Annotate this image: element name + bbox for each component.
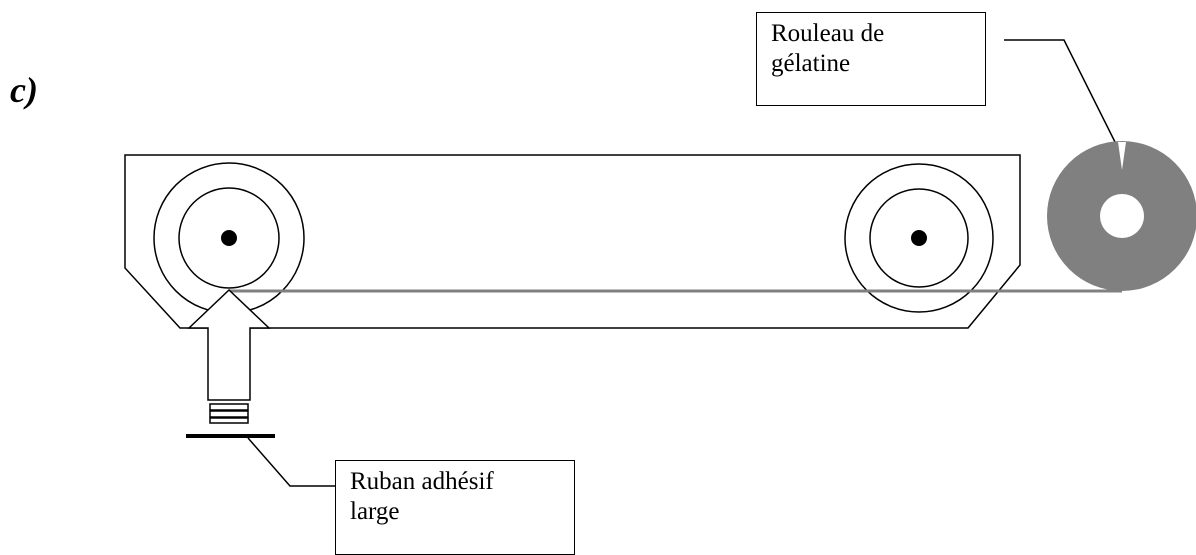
- wide-tape-label-line1: Ruban adhésif: [350, 468, 494, 495]
- gelatine-roll-label-line1: Rouleau de: [771, 20, 885, 47]
- gelatine-roll-label: Rouleau de gélatine: [756, 12, 986, 106]
- right-roller: [844, 163, 994, 313]
- upward-arrow: [187, 288, 271, 401]
- tape-leader-line: [247, 437, 335, 487]
- wide-tape-label-line2: large: [350, 498, 400, 525]
- tape-stack: [209, 403, 249, 424]
- gelatine-roll-label-line2: gélatine: [771, 50, 851, 77]
- wide-tape-label: Ruban adhésif large: [335, 460, 575, 555]
- machine-frame: [124, 154, 1021, 329]
- gelatine-leader-line: [1004, 39, 1119, 149]
- panel-label: c): [10, 70, 38, 110]
- gelatine-roll: [1047, 141, 1196, 291]
